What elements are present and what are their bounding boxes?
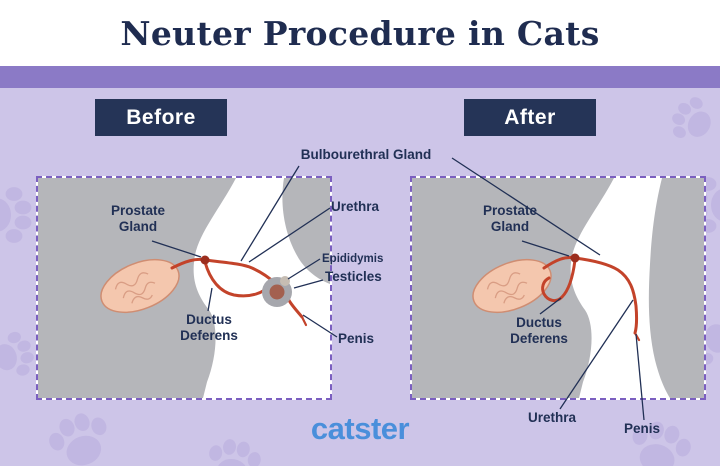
brand-logo: catster bbox=[0, 411, 720, 447]
paw-print-icon bbox=[664, 91, 720, 149]
bladder bbox=[472, 258, 552, 314]
label-penis-before: Penis bbox=[338, 331, 375, 346]
after-diagram-panel bbox=[410, 176, 706, 400]
penis-tip bbox=[300, 315, 308, 327]
penis-tip bbox=[633, 331, 641, 342]
after-anatomy-diagram bbox=[412, 178, 704, 398]
label-penis-after: Penis bbox=[624, 421, 661, 436]
header: Neuter Procedure in Cats bbox=[0, 0, 720, 66]
before-badge: Before bbox=[95, 99, 227, 136]
label-bulbourethral-gland: Bulbourethral Gland bbox=[300, 147, 432, 162]
bladder bbox=[100, 258, 180, 314]
urethra-line bbox=[542, 256, 639, 335]
paw-print-icon bbox=[0, 328, 38, 382]
label-ductus-deferens-before: Ductus Deferens bbox=[180, 312, 238, 344]
cat-hindquarters bbox=[648, 178, 704, 398]
accent-strip bbox=[0, 66, 720, 88]
brand-logo-text: catster bbox=[310, 411, 410, 446]
prostate-gland-dot bbox=[570, 253, 580, 263]
after-badge: After bbox=[464, 99, 596, 136]
label-urethra-after: Urethra bbox=[528, 410, 577, 425]
label-prostate-gland-before: Prostate Gland bbox=[110, 203, 166, 235]
page-title: Neuter Procedure in Cats bbox=[120, 13, 600, 53]
testicle-core bbox=[269, 284, 285, 300]
label-urethra-before: Urethra bbox=[331, 199, 380, 214]
cat-tail bbox=[282, 178, 330, 284]
after-badge-label: After bbox=[504, 105, 556, 129]
before-diagram-panel bbox=[36, 176, 332, 400]
label-prostate-gland-after: Prostate Gland bbox=[482, 203, 538, 235]
paw-print-icon bbox=[0, 187, 32, 243]
ductus-deferens-line bbox=[203, 260, 272, 298]
epididymis-shape bbox=[280, 276, 290, 286]
prostate-gland-dot bbox=[200, 255, 210, 265]
before-anatomy-diagram bbox=[38, 178, 330, 398]
label-epididymis: Epididymis bbox=[322, 253, 384, 265]
label-ductus-deferens-after: Ductus Deferens bbox=[510, 315, 568, 347]
label-testicles: Testicles bbox=[325, 269, 382, 284]
before-badge-label: Before bbox=[126, 105, 196, 129]
urethra-line bbox=[170, 257, 304, 319]
